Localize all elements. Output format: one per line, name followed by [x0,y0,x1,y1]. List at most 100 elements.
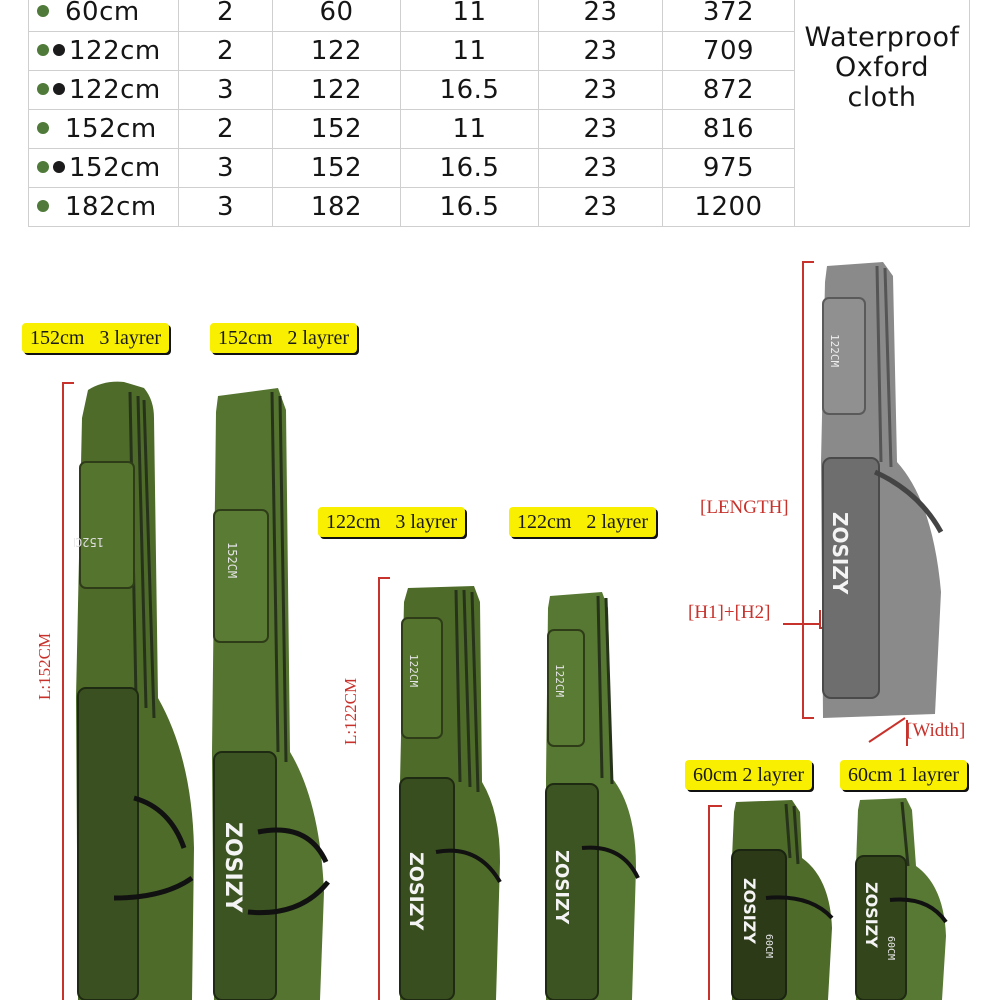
spec-size-cell: 152cm [28,148,179,188]
label-152cm-3-layer: 152cm 3 layrer [22,323,170,353]
bag-size-print: 60CM [763,934,774,958]
spec-length-cell: 152 [272,109,401,149]
material-text-line: Waterproof [804,22,960,53]
spec-weight-cell: 1200 [662,187,795,227]
spec-width-cell: 23 [538,31,663,71]
spec-weight-cell: 709 [662,31,795,71]
spec-layers-cell: 3 [178,187,273,227]
height-dimension-label: [H1]+[H2] [688,602,771,623]
height-bracket-left [819,610,821,628]
spec-layers-cell: 3 [178,70,273,110]
bag-152cm-2-layer: 152CM ZOSIZY [208,382,336,1000]
length-line-152 [62,383,64,1000]
bag-size-print: 122CM [553,664,566,697]
bag-size-print: 60CM [885,936,896,960]
bag-brand-print: ZOSIZY [220,822,245,914]
spec-size-cell: 122cm [28,70,179,110]
label-122cm-3-layer: 122cm 3 layrer [318,507,466,537]
spec-size-label: 60cm [65,0,140,27]
spec-size-label: 152cm [65,114,157,144]
green-color-dot [37,121,49,134]
length-label-152: L:152CM [35,632,54,700]
spec-layers-cell: 2 [178,0,273,32]
spec-length-cell: 152 [272,148,401,188]
spec-width-cell: 23 [538,109,663,149]
label-60cm-1-layer: 60cm 1 layrer [840,760,968,790]
spec-size-label: 152cm [69,153,161,183]
label-60cm-2-layer: 60cm 2 layrer [685,760,813,790]
spec-size-label: 182cm [65,192,157,222]
green-color-dot [37,199,49,212]
green-color-dot [37,43,49,56]
spec-height-cell: 11 [400,0,539,32]
spec-height-cell: 16.5 [400,187,539,227]
spec-size-label: 122cm [69,36,161,66]
spec-length-cell: 122 [272,70,401,110]
length-line-152-cap [62,382,74,384]
bag-size-print: 122CM [407,654,420,687]
bag-brand-print: ZOSIZY [740,878,759,944]
diagram-length-top-cap [802,261,814,263]
length-dimension-label: [LENGTH] [700,497,789,518]
spec-height-cell: 11 [400,31,539,71]
green-color-dot [37,160,49,173]
spec-weight-cell: 975 [662,148,795,188]
bag-60cm-1-layer: ZOSIZY 60CM [850,796,950,1000]
bag-60cm-2-layer: ZOSIZY 60CM [726,798,836,1000]
spec-layers-cell: 2 [178,31,273,71]
spec-layers-cell: 2 [178,109,273,149]
length-line-60-cap [708,805,722,807]
bag-122cm-3-layer: 122CM ZOSIZY [396,582,506,1000]
spec-size-cell: 122cm [28,31,179,71]
spec-weight-cell: 872 [662,70,795,110]
spec-height-cell: 16.5 [400,148,539,188]
diagram-length-line [802,262,804,718]
material-text-line: Oxford [834,52,930,83]
length-line-122 [378,578,380,1000]
spec-length-cell: 122 [272,31,401,71]
black-color-dot [53,160,65,173]
spec-length-cell: 60 [272,0,401,32]
width-dimension-line [868,717,908,746]
material-text-line: cloth [847,82,917,113]
black-color-dot [53,82,65,95]
height-leader-line [783,623,821,625]
bag-brand-print: ZOSIZY [862,882,881,948]
length-line-60 [708,806,710,1000]
bag-152cm-3-layer: 152CM ZOSIZY [74,378,199,1000]
spec-weight-cell: 372 [662,0,795,32]
spec-width-cell: 23 [538,148,663,188]
length-label-122: L:122CM [341,677,360,745]
bag-brand-print: ZOSIZY [828,512,852,595]
label-122cm-2-layer: 122cm 2 layrer [509,507,657,537]
bag-brand-print: ZOSIZY [551,850,572,925]
length-line-122-cap [378,577,390,579]
green-color-dot [37,4,49,17]
spec-height-cell: 11 [400,109,539,149]
bag-size-print: 122CM [828,334,841,367]
spec-width-cell: 23 [538,187,663,227]
spec-height-cell: 16.5 [400,70,539,110]
green-color-dot [37,82,49,95]
spec-size-cell: 182cm [28,187,179,227]
bag-size-print: 152CM [225,542,239,578]
spec-layers-cell: 3 [178,148,273,188]
bag-brand-print: ZOSIZY [405,852,427,930]
spec-weight-cell: 816 [662,109,795,149]
spec-size-cell: 152cm [28,109,179,149]
spec-size-cell: 60cm [28,0,179,32]
label-152cm-2-layer: 152cm 2 layrer [210,323,358,353]
width-dimension-label: [Width] [906,720,966,741]
spec-length-cell: 182 [272,187,401,227]
black-color-dot [53,43,65,56]
bag-size-print: 152CM [74,535,104,549]
spec-width-cell: 23 [538,70,663,110]
bag-122cm-2-layer: 122CM ZOSIZY [542,588,642,1000]
bag-dimension-diagram: 122CM ZOSIZY [815,262,950,718]
diagram-length-bottom-cap [802,717,814,719]
